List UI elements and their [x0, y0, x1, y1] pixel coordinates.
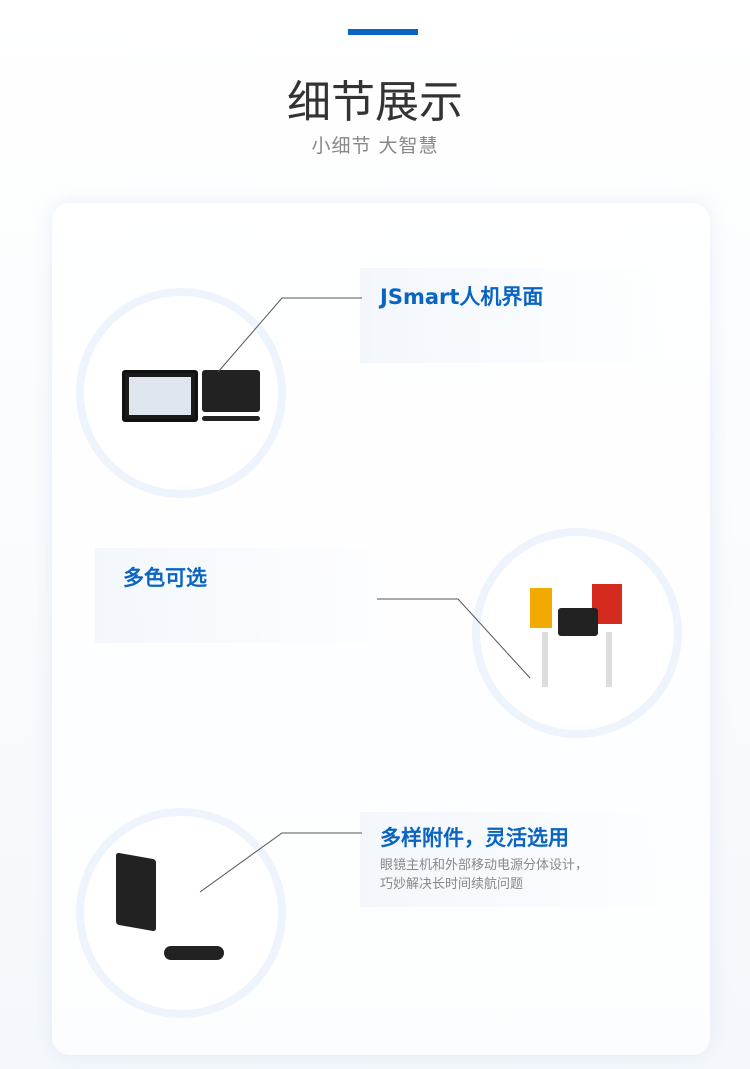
touchscreen-display [129, 377, 191, 415]
feature-image-colors [472, 528, 682, 738]
title-accent-bar [348, 29, 418, 35]
panel-device-back [202, 370, 260, 412]
yellow-panel [530, 588, 552, 628]
page-title: 细节展示 [287, 77, 463, 128]
panel-device-base [202, 416, 260, 421]
band-3 [360, 812, 670, 907]
connector-line-accessories [199, 832, 362, 893]
feature-title-hmi: JSmart人机界面 [380, 285, 544, 309]
feature-desc-line2: 巧妙解决长时间续航问题 [380, 877, 524, 892]
feature-image-hmi [76, 288, 286, 498]
center-screen [558, 608, 598, 636]
connector-line-hmi [217, 297, 362, 373]
connector-line-colors [377, 598, 531, 679]
stand-legs [542, 632, 612, 687]
touchscreen-device [122, 370, 198, 422]
feature-image-accessories [76, 808, 286, 1018]
feature-desc-line1: 眼镜主机和外部移动电源分体设计， [380, 858, 589, 873]
band-1 [360, 268, 670, 363]
feature-title-colors: 多色可选 [123, 566, 207, 590]
feature-title-accessories: 多样附件，灵活选用 [380, 826, 569, 850]
band-2 [95, 548, 395, 643]
page-subtitle: 小细节 大智慧 [311, 135, 439, 157]
mount-bracket [164, 946, 224, 960]
